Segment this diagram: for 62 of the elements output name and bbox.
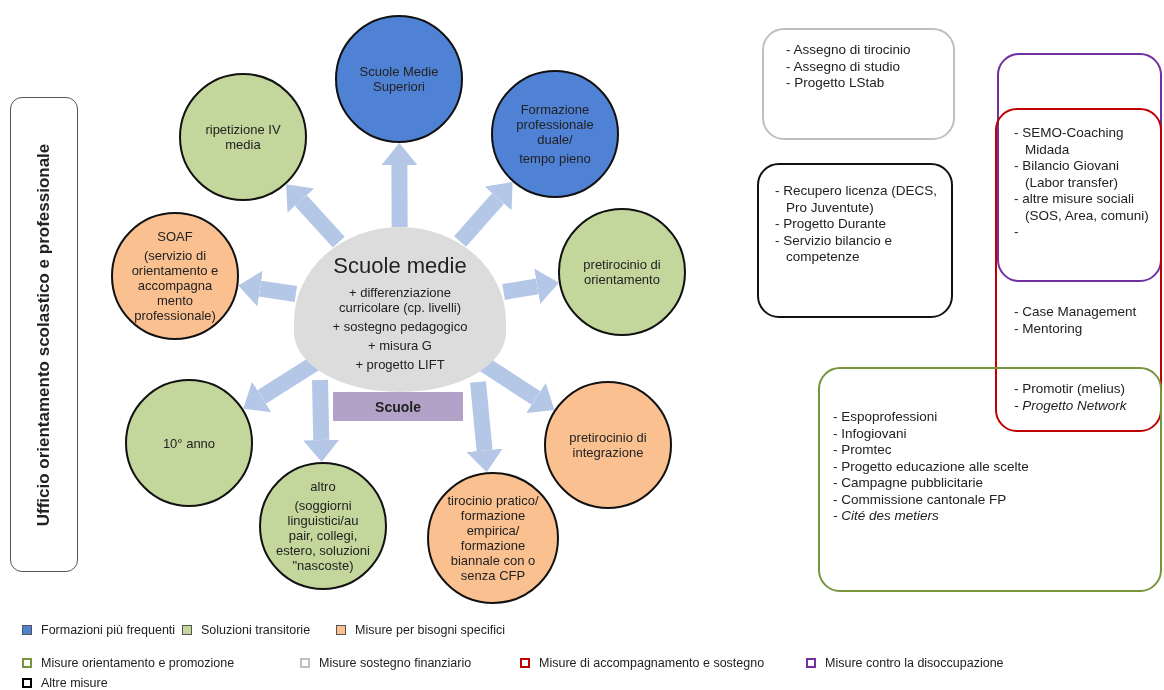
legend-label: Misure sostegno finanziario xyxy=(319,656,472,670)
legend-label: Misure orientamento e promozione xyxy=(41,656,235,670)
list-item: - Campagne pubblicitarie xyxy=(833,475,985,492)
legend-label: Misure per bisogni specifici xyxy=(355,623,506,637)
list-item: - Progetto Network xyxy=(1014,397,1128,414)
list-item: - Mentoring xyxy=(1014,320,1084,337)
list-item: - Promtec xyxy=(833,442,893,459)
node-title: altro xyxy=(310,479,336,494)
block-arrow xyxy=(454,181,513,247)
node-title: Ufficio orientamento scolastico e professionale xyxy=(34,143,54,526)
node-title: tirocinio pratico/ formazione empirica/ formazione biannale con o senza CFP xyxy=(446,493,540,583)
node-title: ripetizione IV media xyxy=(204,122,282,152)
list-item: - Assegno di tirocinio xyxy=(786,42,912,59)
measure-box xyxy=(818,367,1162,592)
legend-label: Altre misure xyxy=(41,676,108,690)
list-item: - xyxy=(1014,224,1020,241)
node-title: Scuole Medie Superiori xyxy=(358,64,440,94)
list-item: - Bilancio Giovani (Labor transfer) xyxy=(1014,158,1121,191)
list-item: - altre misure sociali (SOS, Area, comuni) xyxy=(1014,191,1150,224)
node-title: Scuole xyxy=(375,398,421,415)
node-title: pretirocinio di orientamento xyxy=(582,257,662,287)
node-title: Formazione professionale duale/ xyxy=(515,102,595,147)
list-item: - Progetto Durante xyxy=(775,216,888,233)
block-arrow xyxy=(238,270,298,307)
block-arrow xyxy=(502,268,559,305)
measure-box xyxy=(762,28,955,140)
list-item: - Commissione cantonale FP xyxy=(833,491,1008,508)
block-arrow xyxy=(286,184,345,248)
label-band xyxy=(333,392,463,421)
node-text: (servizio di orientamento e accompagna mento professionale) xyxy=(130,248,220,323)
list-item: - Cité des metiers xyxy=(833,508,940,525)
legend-label: Misure contro la disoccupazione xyxy=(825,656,1004,670)
legend-label: Formazioni più frequenti xyxy=(41,623,176,637)
legend-label: Soluzioni transitorie xyxy=(201,623,311,637)
list-item: - Recupero licenza (DECS, Pro Juventute) xyxy=(775,183,939,216)
node-text: + differenziazione curricolare (cp. livelli) xyxy=(337,285,463,315)
legend-label: Misure di accompagnamento e sostegno xyxy=(539,656,765,670)
node-title: Scuole medie xyxy=(333,253,467,279)
measure-box xyxy=(757,163,953,318)
node-title: SOAF xyxy=(157,229,193,244)
list-item: - Espoprofessioni xyxy=(833,409,939,426)
list-item: - SEMO-Coaching Midada xyxy=(1014,125,1125,158)
node-text: + progetto LIFT xyxy=(355,357,445,372)
node-title: 10° anno xyxy=(162,435,216,451)
list-item: - Progetto educazione alle scelte xyxy=(833,458,1030,475)
node-text: + sostegno pedagogico xyxy=(332,319,468,334)
node-title: pretirocinio di integrazione xyxy=(568,430,648,460)
list-item: - Case Management xyxy=(1014,304,1138,321)
block-arrow xyxy=(466,381,503,473)
node-text: tempo pieno xyxy=(519,151,591,166)
list-item: - Promotir (melius) xyxy=(1014,381,1126,398)
list-item: - Infogiovani xyxy=(833,425,908,442)
node-text: + misura G xyxy=(368,338,432,353)
side-title-box xyxy=(10,97,78,572)
list-item: - Servizio bilancio e competenze xyxy=(775,232,894,266)
list-item: - Assegno di studio xyxy=(786,58,902,75)
block-arrow xyxy=(381,143,418,228)
list-item: - Progetto LStab xyxy=(786,75,886,92)
block-arrow xyxy=(303,379,340,462)
node-text: (soggiorni linguistici/au pair, collegi, estero, soluzioni "nascoste) xyxy=(275,498,371,573)
measure-box xyxy=(995,108,1162,432)
measure-box xyxy=(997,53,1162,282)
